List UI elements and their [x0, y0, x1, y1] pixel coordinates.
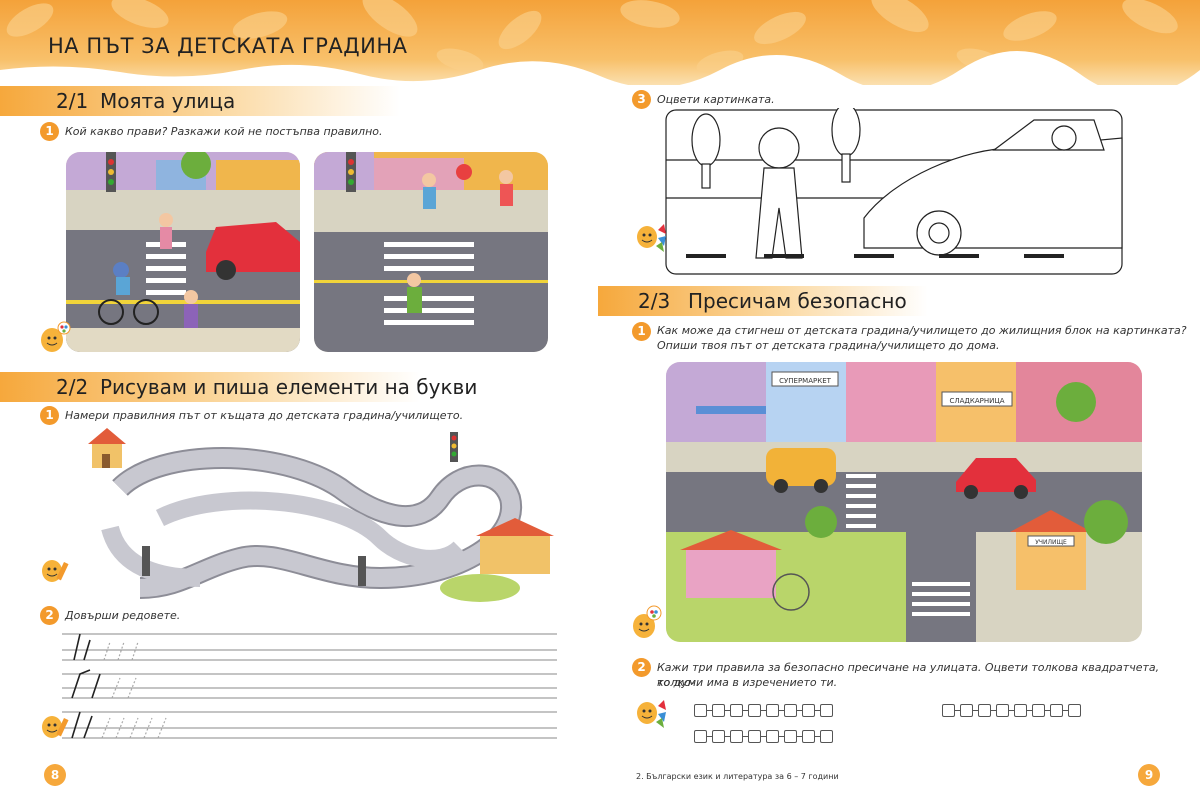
- coloring-illustration: [664, 103, 1124, 276]
- section-title: Рисувам и пиша елементи на букви: [100, 375, 478, 399]
- word-box[interactable]: [730, 704, 743, 717]
- word-boxes-group-2: [942, 700, 1081, 719]
- smiley-color-icon: [630, 604, 664, 640]
- task-text: Оцвети картинката.: [657, 93, 775, 106]
- section-header-2-1: [0, 86, 400, 116]
- word-box[interactable]: [978, 704, 991, 717]
- word-box[interactable]: [712, 704, 725, 717]
- task-text: Кой какво прави? Разкажи кой не постъпва…: [65, 125, 383, 138]
- word-box[interactable]: [802, 704, 815, 717]
- word-box[interactable]: [1032, 704, 1045, 717]
- task-badge: 2: [632, 658, 651, 677]
- section-number: 2/3: [638, 289, 671, 313]
- smiley-color-icon: [38, 320, 72, 354]
- school-sign: УЧИЛИЩЕ: [1035, 539, 1067, 546]
- task-badge: 3: [632, 90, 651, 109]
- task-text-line1: Как може да стигнеш от детската градина/…: [657, 324, 1187, 337]
- task-badge: 1: [40, 406, 59, 425]
- page-number-left: 8: [44, 764, 66, 786]
- word-boxes-group-1: [694, 700, 833, 719]
- section-title: Моята улица: [100, 89, 236, 113]
- word-box[interactable]: [766, 704, 779, 717]
- sweet-shop-sign: СЛАДКАРНИЦА: [949, 397, 1004, 405]
- word-box[interactable]: [712, 730, 725, 743]
- word-box[interactable]: [730, 730, 743, 743]
- top-banner: [0, 0, 1200, 85]
- section-title: Пресичам безопасно: [688, 289, 907, 313]
- word-box[interactable]: [784, 730, 797, 743]
- word-box[interactable]: [820, 704, 833, 717]
- word-box[interactable]: [1068, 704, 1081, 717]
- task-text-line2: то думи има в изречението ти.: [657, 676, 838, 689]
- task-badge: 2: [40, 606, 59, 625]
- page-number-right: 9: [1138, 764, 1160, 786]
- writing-practice-lines: [62, 630, 557, 740]
- task-text: Намери правилния път от къщата до детска…: [65, 409, 464, 422]
- footer-text: 2. Български език и литература за 6 – 7 …: [636, 772, 839, 781]
- leaf-pattern: [0, 0, 1200, 85]
- task-text: Довърши редовете.: [65, 609, 181, 622]
- section-number: 2/1: [56, 89, 89, 113]
- word-box[interactable]: [784, 704, 797, 717]
- smiley-paint-icon: [634, 696, 668, 730]
- word-box[interactable]: [996, 704, 1009, 717]
- word-box[interactable]: [1050, 704, 1063, 717]
- word-box[interactable]: [1014, 704, 1027, 717]
- section-header-2-3: [598, 286, 928, 316]
- word-box[interactable]: [694, 704, 707, 717]
- street-illustration-1: [66, 152, 300, 352]
- word-box[interactable]: [748, 704, 761, 717]
- smiley-pencil-icon: [38, 556, 72, 586]
- supermarket-sign: СУПЕРМАРКЕТ: [779, 377, 832, 385]
- smiley-pencil-icon: [38, 712, 72, 742]
- task-text-line2: Опиши твоя път от детската градина/учили…: [657, 339, 1000, 352]
- task-badge: 1: [40, 122, 59, 141]
- smiley-paint-icon: [634, 220, 668, 254]
- street-illustration-2: [314, 152, 548, 352]
- word-box[interactable]: [942, 704, 955, 717]
- word-box[interactable]: [802, 730, 815, 743]
- task-badge: 1: [632, 322, 651, 341]
- section-number: 2/2: [56, 375, 89, 399]
- word-box[interactable]: [960, 704, 973, 717]
- section-header-2-2: [0, 372, 420, 402]
- word-box[interactable]: [766, 730, 779, 743]
- town-crossing-illustration: СУПЕРМАРКЕТ СЛАДКАРНИЦА УЧИЛИЩЕ: [666, 362, 1142, 642]
- word-boxes-group-3: [694, 726, 833, 745]
- word-box[interactable]: [694, 730, 707, 743]
- maze-roads-illustration: [80, 428, 560, 608]
- page-title: НА ПЪТ ЗА ДЕТСКАТА ГРАДИНА: [48, 34, 408, 58]
- word-box[interactable]: [820, 730, 833, 743]
- word-box[interactable]: [748, 730, 761, 743]
- task-text-line1: Кажи три правила за безопасно пресичане …: [657, 661, 1160, 689]
